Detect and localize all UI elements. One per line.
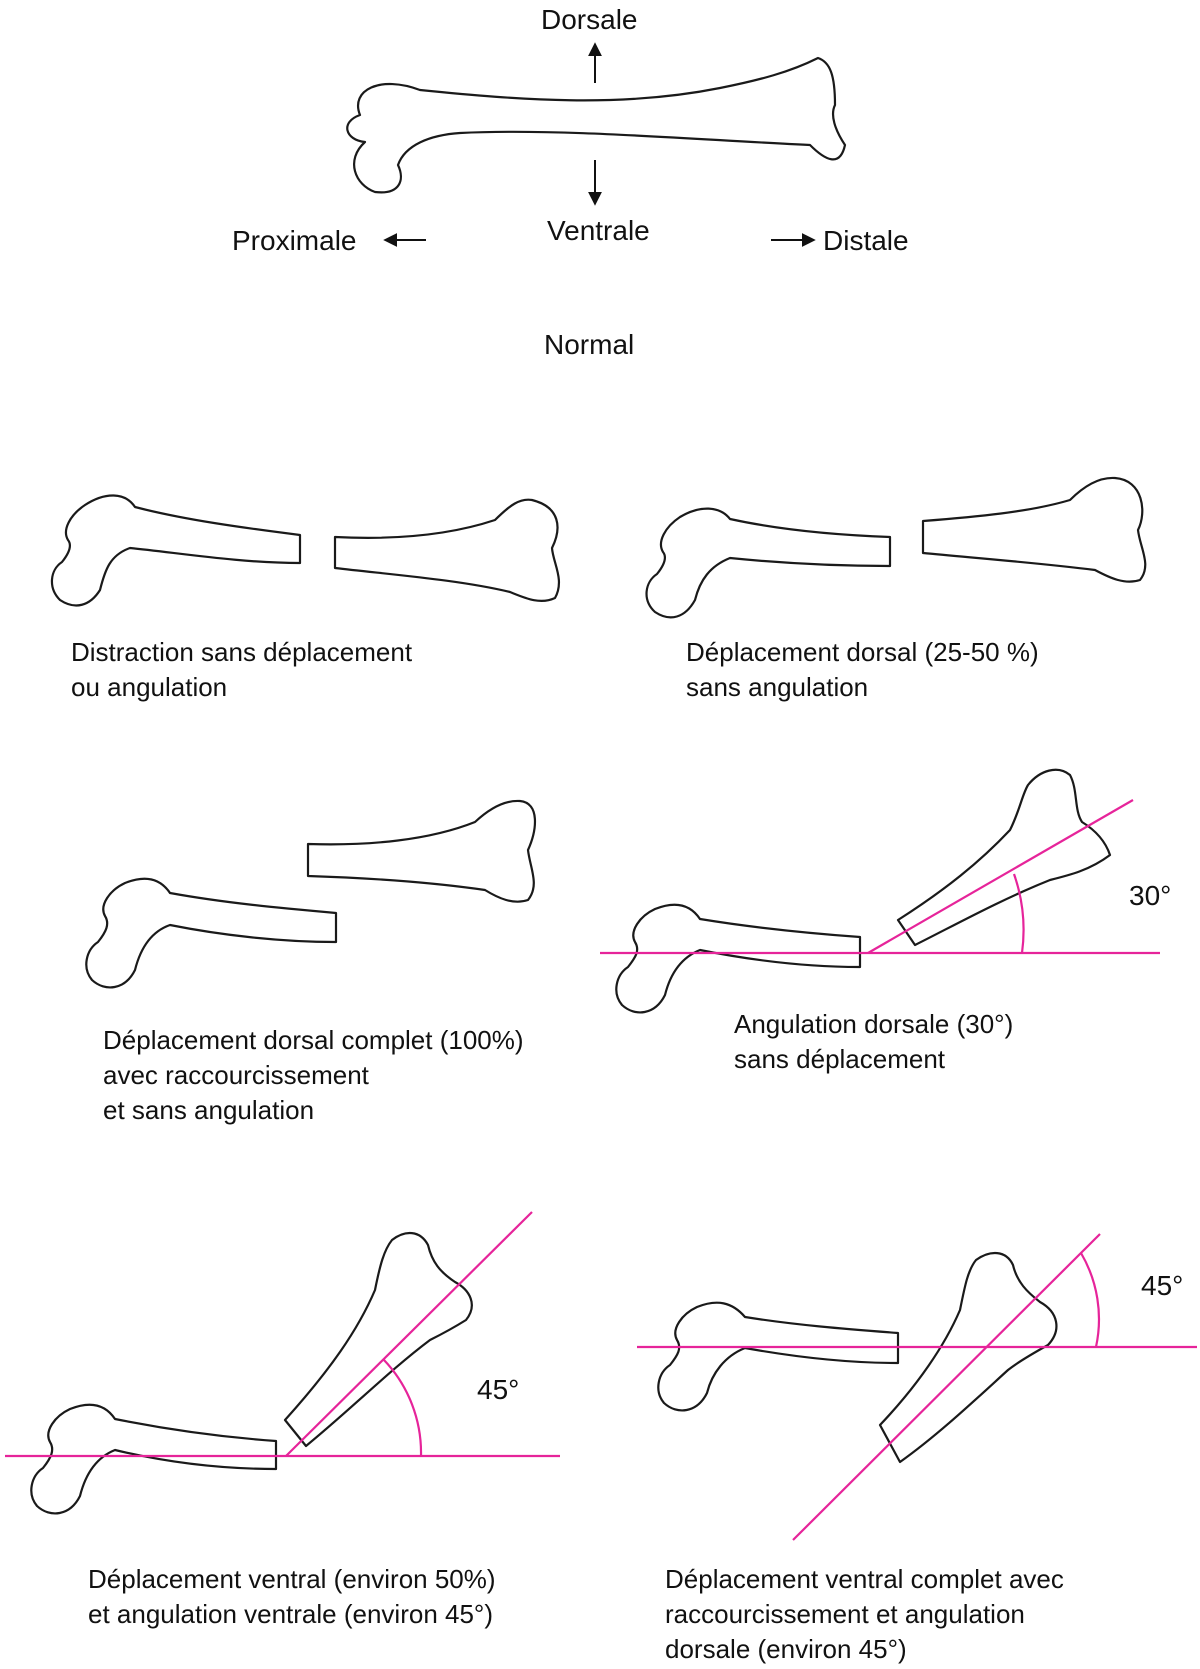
dorsal-label: Dorsale: [541, 4, 638, 35]
distal-label: Distale: [823, 225, 909, 256]
distraction-bones: [50, 494, 560, 607]
dorsal-partial-caption: Déplacement dorsal (25-50 %) sans angula…: [686, 637, 1039, 702]
angle-30-label: 30°: [1129, 880, 1172, 911]
dorsal-complete-caption: Déplacement dorsal complet (100%) avec r…: [103, 1025, 524, 1125]
normal-label: Normal: [544, 329, 635, 360]
angle-45-right-label: 45°: [1141, 1270, 1184, 1301]
dorsal-angulation-guides: [600, 799, 1160, 955]
distraction-caption: Distraction sans déplacement ou angulati…: [71, 637, 413, 702]
ventral-complete-guides: [637, 1233, 1197, 1541]
normal-femur: [346, 56, 847, 194]
dorsal-complete-bones: [85, 799, 537, 989]
angle-45-left-label: 45°: [477, 1374, 520, 1405]
proximal-label: Proximale: [232, 225, 357, 256]
ventral-partial-caption: Déplacement ventral (environ 50%) et ang…: [88, 1564, 496, 1629]
ventral-complete-bones: [657, 1252, 1058, 1464]
dorsal-angulation-caption: Angulation dorsale (30°) sans déplacemen…: [734, 1009, 1014, 1074]
ventral-partial-guides: [5, 1211, 560, 1458]
ventral-label: Ventrale: [547, 215, 650, 246]
dorsal-partial-bones: [645, 476, 1147, 619]
ventral-complete-caption: Déplacement ventral complet avec raccour…: [665, 1564, 1064, 1664]
ventral-partial-bones: [30, 1232, 473, 1515]
dorsal-angulation-bones: [615, 768, 1112, 1014]
